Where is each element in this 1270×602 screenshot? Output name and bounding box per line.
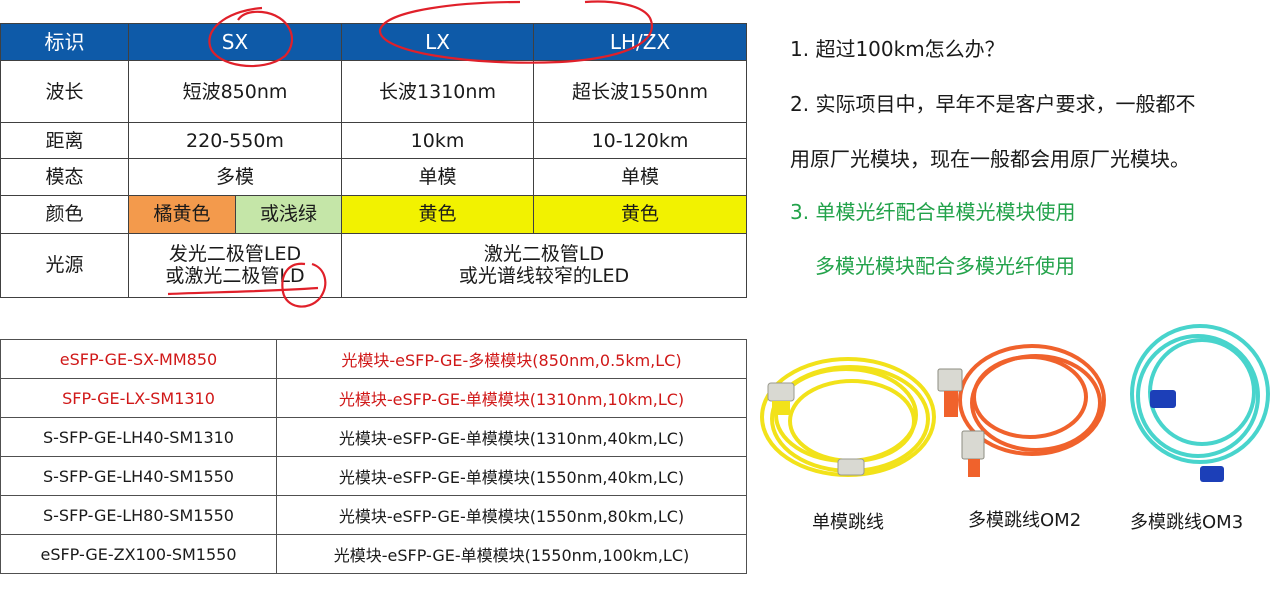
source-row: 光源 发光二极管LED 或激光二极管LD 激光二极管LD 或光谱线较窄的LED <box>0 232 747 299</box>
source-label: 光源 <box>0 232 129 299</box>
note-q2-line2: 用原厂光模块，现在一般都会用原厂光模块。 <box>790 147 1190 171</box>
module-model: SFP-GE-LX-SM1310 <box>0 378 277 418</box>
cable-label-om2: 多模跳线OM2 <box>968 510 1082 531</box>
color-row: 颜色 橘黄色 或浅绿 黄色 黄色 <box>0 194 747 234</box>
header-lh-zx: LH/ZX <box>533 23 747 61</box>
distance-row: 距离 220-550m 10km 10-120km <box>0 122 747 160</box>
mode-sx: 多模 <box>128 158 342 196</box>
color-lx-yellow: 黄色 <box>341 194 534 234</box>
source-lx-lh-line1: 激光二极管LD <box>483 243 605 266</box>
mode-lx: 单模 <box>341 158 534 196</box>
note-q3-line1: 3. 单模光纤配合单模光模块使用 <box>790 200 1076 224</box>
note-q3-line2: 多模光模块配合多模光纤使用 <box>815 254 1075 278</box>
header-lx: LX <box>341 23 534 61</box>
source-sx: 发光二极管LED 或激光二极管LD <box>128 232 342 299</box>
source-sx-line2: 或激光二极管LD <box>165 265 305 288</box>
module-model: S-SFP-GE-LH40-SM1310 <box>0 417 277 457</box>
wavelength-label: 波长 <box>0 59 129 124</box>
module-model: eSFP-GE-SX-MM850 <box>0 339 277 379</box>
distance-label: 距离 <box>0 122 129 160</box>
spec-header-row: 标识 SX LX LH/ZX <box>0 23 747 61</box>
sc-connector-icon <box>937 368 985 477</box>
module-description: 光模块-eSFP-GE-单模模块(1310nm,10km,LC) <box>276 378 747 418</box>
module-model: S-SFP-GE-LH80-SM1550 <box>0 495 277 535</box>
module-description: 光模块-eSFP-GE-单模模块(1550nm,80km,LC) <box>276 495 747 535</box>
module-description: 光模块-eSFP-GE-单模模块(1550nm,40km,LC) <box>276 456 747 496</box>
distance-lh: 10-120km <box>533 122 747 160</box>
wavelength-sx: 短波850nm <box>128 59 342 124</box>
color-lh-yellow: 黄色 <box>533 194 747 234</box>
distance-lx: 10km <box>341 122 534 160</box>
color-sx-orange: 橘黄色 <box>128 194 236 234</box>
module-model: S-SFP-GE-LH40-SM1550 <box>0 456 277 496</box>
header-label: 标识 <box>0 23 129 61</box>
module-description: 光模块-eSFP-GE-单模模块(1310nm,40km,LC) <box>276 417 747 457</box>
fiber-spec-table: 标识 SX LX LH/ZX 波长 短波850nm 长波1310nm 超长波15… <box>0 23 747 299</box>
module-description: 光模块-eSFP-GE-多模模块(850nm,0.5km,LC) <box>276 339 747 379</box>
module-model: eSFP-GE-ZX100-SM1550 <box>0 534 277 574</box>
header-sx: SX <box>128 23 342 61</box>
lc-connector-icon <box>767 382 865 476</box>
wavelength-row: 波长 短波850nm 长波1310nm 超长波1550nm <box>0 59 747 124</box>
mode-row: 模态 多模 单模 单模 <box>0 158 747 196</box>
wavelength-lh: 超长波1550nm <box>533 59 747 124</box>
cable-label-om3: 多模跳线OM3 <box>1130 512 1244 533</box>
color-label: 颜色 <box>0 194 129 234</box>
mode-lh: 单模 <box>533 158 747 196</box>
cable-label-single-mode: 单模跳线 <box>812 512 884 533</box>
module-description: 光模块-eSFP-GE-单模模块(1550nm,100km,LC) <box>276 534 747 574</box>
source-sx-line1: 发光二极管LED <box>168 243 302 266</box>
multimode-om2-cable-image <box>937 344 1106 477</box>
note-q2-line1: 2. 实际项目中，早年不是客户要求，一般都不 <box>790 92 1196 116</box>
lc-connector-blue-icon <box>1150 390 1224 482</box>
mode-label: 模态 <box>0 158 129 196</box>
color-sx-light-green: 或浅绿 <box>235 194 342 234</box>
single-mode-cable-image <box>760 357 936 477</box>
distance-sx: 220-550m <box>128 122 342 160</box>
source-lx-lh: 激光二极管LD 或光谱线较窄的LED <box>341 232 747 299</box>
note-q1: 1. 超过100km怎么办？ <box>790 37 1005 61</box>
source-lx-lh-line2: 或光谱线较窄的LED <box>458 265 630 288</box>
multimode-om3-cable-image <box>1130 324 1270 482</box>
wavelength-lx: 长波1310nm <box>341 59 534 124</box>
